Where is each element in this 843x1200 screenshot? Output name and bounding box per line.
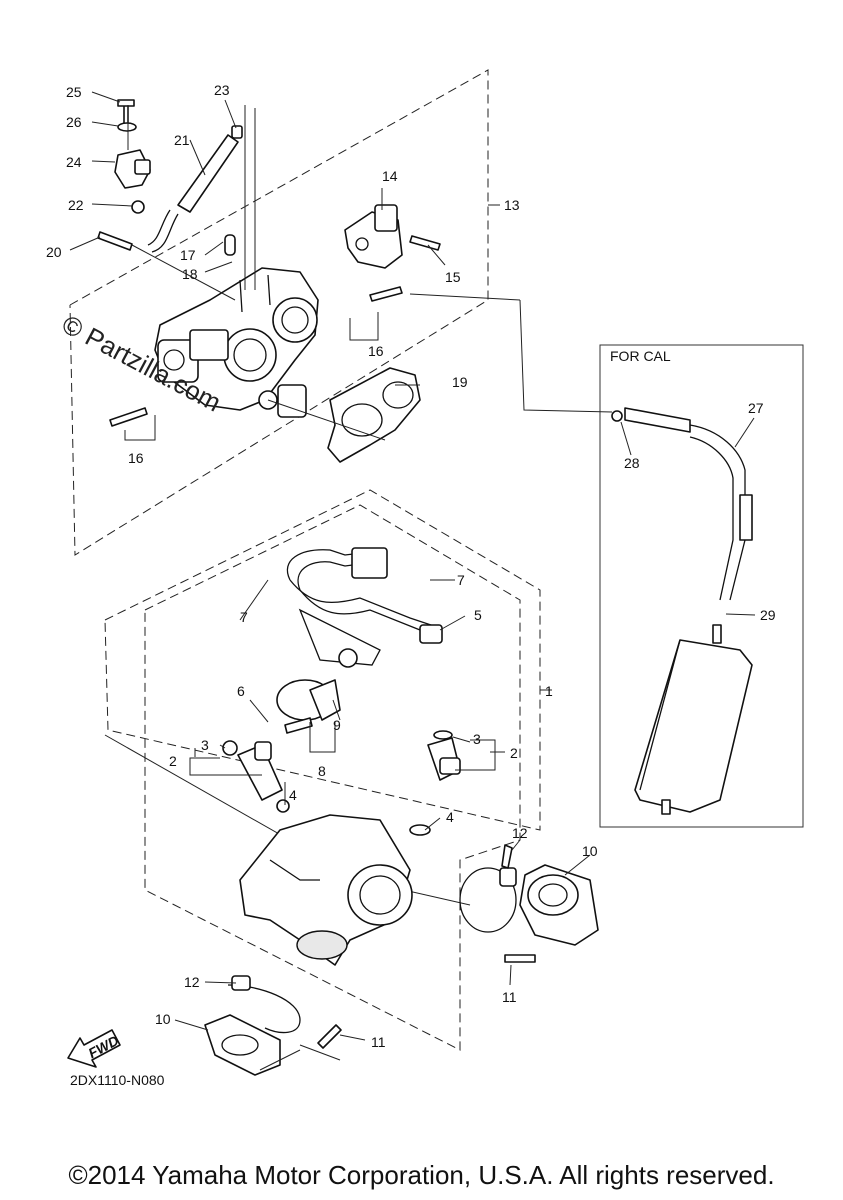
joint-10-right (519, 864, 599, 946)
hose-21 (147, 134, 239, 253)
sensor-24 (114, 149, 151, 189)
group-13-boundary (69, 69, 489, 556)
callout-21: 21 (174, 132, 190, 148)
fwd-arrow-icon: FWD (67, 1029, 121, 1068)
callout-8: 8 (318, 763, 326, 779)
callout-15: 15 (445, 269, 461, 285)
inset-title: FOR CAL (610, 348, 671, 364)
callout-7-left: 7 (240, 609, 248, 625)
canister-body (634, 624, 753, 815)
callout-9: 9 (333, 717, 341, 733)
canister-hose-27 (611, 407, 753, 601)
callout-28: 28 (624, 455, 640, 471)
callout-3-left: 3 (201, 737, 209, 753)
callout-11-left: 11 (371, 1034, 386, 1050)
clamp-12-right (459, 844, 517, 933)
throttle-body (154, 267, 319, 418)
callout-10-right: 10 (582, 843, 598, 859)
callout-4-left: 4 (289, 787, 297, 803)
intake-manifold (239, 814, 413, 966)
callout-24: 24 (66, 154, 82, 170)
callout-3-right: 3 (473, 731, 481, 747)
callout-27: 27 (748, 400, 764, 416)
callout-14: 14 (382, 168, 398, 184)
leader-lines (69, 91, 613, 906)
bolts (97, 99, 441, 427)
callout-4-right: 4 (446, 809, 454, 825)
sensor-14 (344, 204, 403, 269)
callout-2-left: 2 (169, 753, 177, 769)
fuel-rail-5 (286, 547, 443, 668)
callout-5: 5 (474, 607, 482, 623)
callout-11-right: 11 (502, 989, 517, 1005)
callout-22: 22 (68, 197, 84, 213)
lower-leaders (174, 579, 591, 1071)
callout-17: 17 (180, 247, 196, 263)
callout-19: 19 (452, 374, 468, 390)
callout-2-right: 2 (510, 745, 518, 761)
callout-13: 13 (504, 197, 520, 213)
bolts-11 (317, 954, 536, 1049)
gasket-19 (327, 367, 421, 463)
injector-left-2 (222, 740, 290, 813)
callout-labels: 1 2 2 3 3 4 4 5 6 7 7 8 9 10 10 11 11 12… (46, 82, 776, 1050)
callout-10-left: 10 (155, 1011, 171, 1027)
callout-12-left: 12 (184, 974, 200, 990)
for-cal-inset (599, 344, 804, 828)
callout-20: 20 (46, 244, 62, 260)
callout-29: 29 (760, 607, 776, 623)
callout-16-right: 16 (368, 343, 384, 359)
callout-7-right: 7 (457, 572, 465, 588)
callout-6: 6 (237, 683, 245, 699)
group-1-boundary (104, 489, 541, 1051)
callout-12-right: 12 (512, 825, 528, 841)
callout-1: 1 (545, 683, 553, 699)
callout-25: 25 (66, 84, 82, 100)
callout-16-left: 16 (128, 450, 144, 466)
pressure-regulator-9 (276, 679, 341, 734)
joint-10-left (204, 1014, 281, 1076)
callout-23: 23 (214, 82, 230, 98)
diagram-code: 2DX1110-N080 (70, 1072, 165, 1088)
canister-leaders (620, 417, 756, 616)
callout-26: 26 (66, 114, 82, 130)
callout-18: 18 (182, 266, 198, 282)
copyright-notice: ©2014 Yamaha Motor Corporation, U.S.A. A… (68, 1160, 775, 1190)
